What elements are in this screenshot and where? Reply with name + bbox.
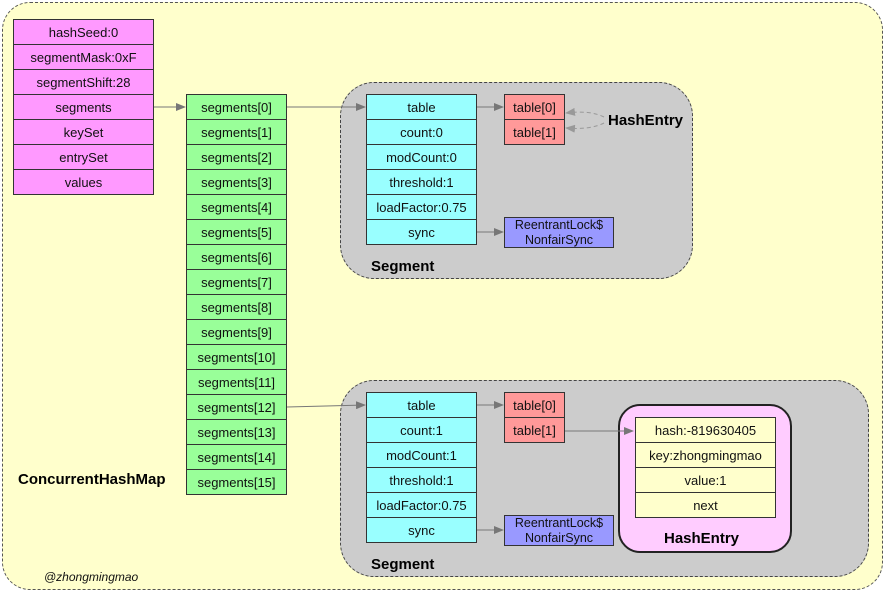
reentrant-lock-top: ReentrantLock$ NonfairSync: [504, 217, 614, 248]
lock-line-2: NonfairSync: [524, 530, 594, 545]
map-field-2: segmentShift:28: [13, 69, 154, 95]
segment-bottom-field-4: loadFactor:0.75: [366, 492, 477, 518]
lock-line-2: NonfairSync: [524, 232, 594, 247]
segment-bottom-label: Segment: [371, 556, 435, 573]
segments-array-cell-12: segments[12]: [186, 394, 287, 420]
segment-top-table-cell-1: table[1]: [504, 119, 565, 145]
map-field-5: entrySet: [13, 144, 154, 170]
segments-array-cell-2: segments[2]: [186, 144, 287, 170]
segments-array-cell-8: segments[8]: [186, 294, 287, 320]
segment-bottom-field-2: modCount:1: [366, 442, 477, 468]
segment-bottom-field-3: threshold:1: [366, 467, 477, 493]
segment-bottom-table-cell-1: table[1]: [504, 417, 565, 443]
segments-array-cell-1: segments[1]: [186, 119, 287, 145]
map-field-1: segmentMask:0xF: [13, 44, 154, 70]
segments-array-cell-13: segments[13]: [186, 419, 287, 445]
lock-line-1: ReentrantLock$: [514, 217, 604, 232]
segment-top-label: Segment: [371, 258, 435, 275]
segment-bottom-field-0: table: [366, 392, 477, 418]
segments-array-cell-4: segments[4]: [186, 194, 287, 220]
segments-array-cell-15: segments[15]: [186, 469, 287, 495]
segments-array-cell-7: segments[7]: [186, 269, 287, 295]
segment-top-field-3: threshold:1: [366, 169, 477, 195]
segment-bottom-field-5: sync: [366, 517, 477, 543]
watermark: @zhongmingmao: [44, 570, 139, 584]
segments-array-cell-9: segments[9]: [186, 319, 287, 345]
concurrent-hash-map-label: ConcurrentHashMap: [18, 471, 166, 488]
hash-entry-field-0: hash:-819630405: [635, 417, 776, 443]
segment-top-field-2: modCount:0: [366, 144, 477, 170]
lock-line-1: ReentrantLock$: [514, 515, 604, 530]
hash-entry-bottom-label: HashEntry: [664, 530, 740, 547]
segments-array-cell-5: segments[5]: [186, 219, 287, 245]
hash-entry-field-3: next: [635, 492, 776, 518]
map-field-3: segments: [13, 94, 154, 120]
segment-top-field-5: sync: [366, 219, 477, 245]
hash-entry-field-1: key:zhongmingmao: [635, 442, 776, 468]
arrow-dashed-table0: [565, 107, 605, 118]
arrow-dashed-table1: [565, 122, 605, 133]
hash-entry-top-label: HashEntry: [608, 112, 684, 129]
segment-top-field-0: table: [366, 94, 477, 120]
segments-array-cell-6: segments[6]: [186, 244, 287, 270]
segments-array-cell-0: segments[0]: [186, 94, 287, 120]
arrow-segment12-to-segment: [286, 401, 366, 410]
segments-array-cell-3: segments[3]: [186, 169, 287, 195]
reentrant-lock-bottom: ReentrantLock$ NonfairSync: [504, 515, 614, 546]
map-field-6: values: [13, 169, 154, 195]
